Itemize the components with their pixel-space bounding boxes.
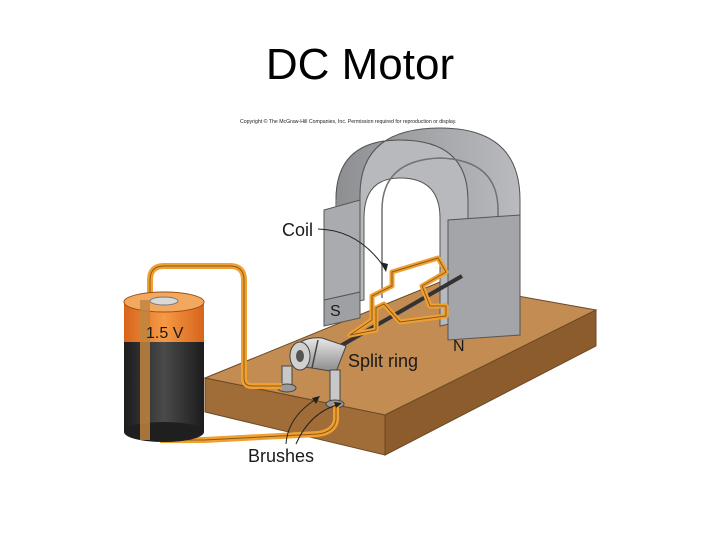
battery: 1.5 V (123, 291, 205, 442)
slide-title: DC Motor (265, 40, 455, 89)
copyright-notice: Copyright © The McGraw-Hill Companies, I… (240, 119, 457, 125)
brushes (277, 365, 345, 409)
split-ring-commutator (289, 337, 347, 373)
horseshoe-magnet (323, 127, 521, 341)
brushes-label: Brushes (248, 446, 314, 466)
pole-n-label: N (453, 338, 465, 355)
battery-voltage-label: 1.5 V (146, 325, 184, 342)
brushes-pointer-left (285, 397, 319, 445)
brushes-pointer-right (295, 403, 341, 445)
coil-label: Coil (282, 220, 313, 240)
pole-s-label: S (330, 303, 341, 320)
split-ring-label: Split ring (348, 351, 418, 371)
